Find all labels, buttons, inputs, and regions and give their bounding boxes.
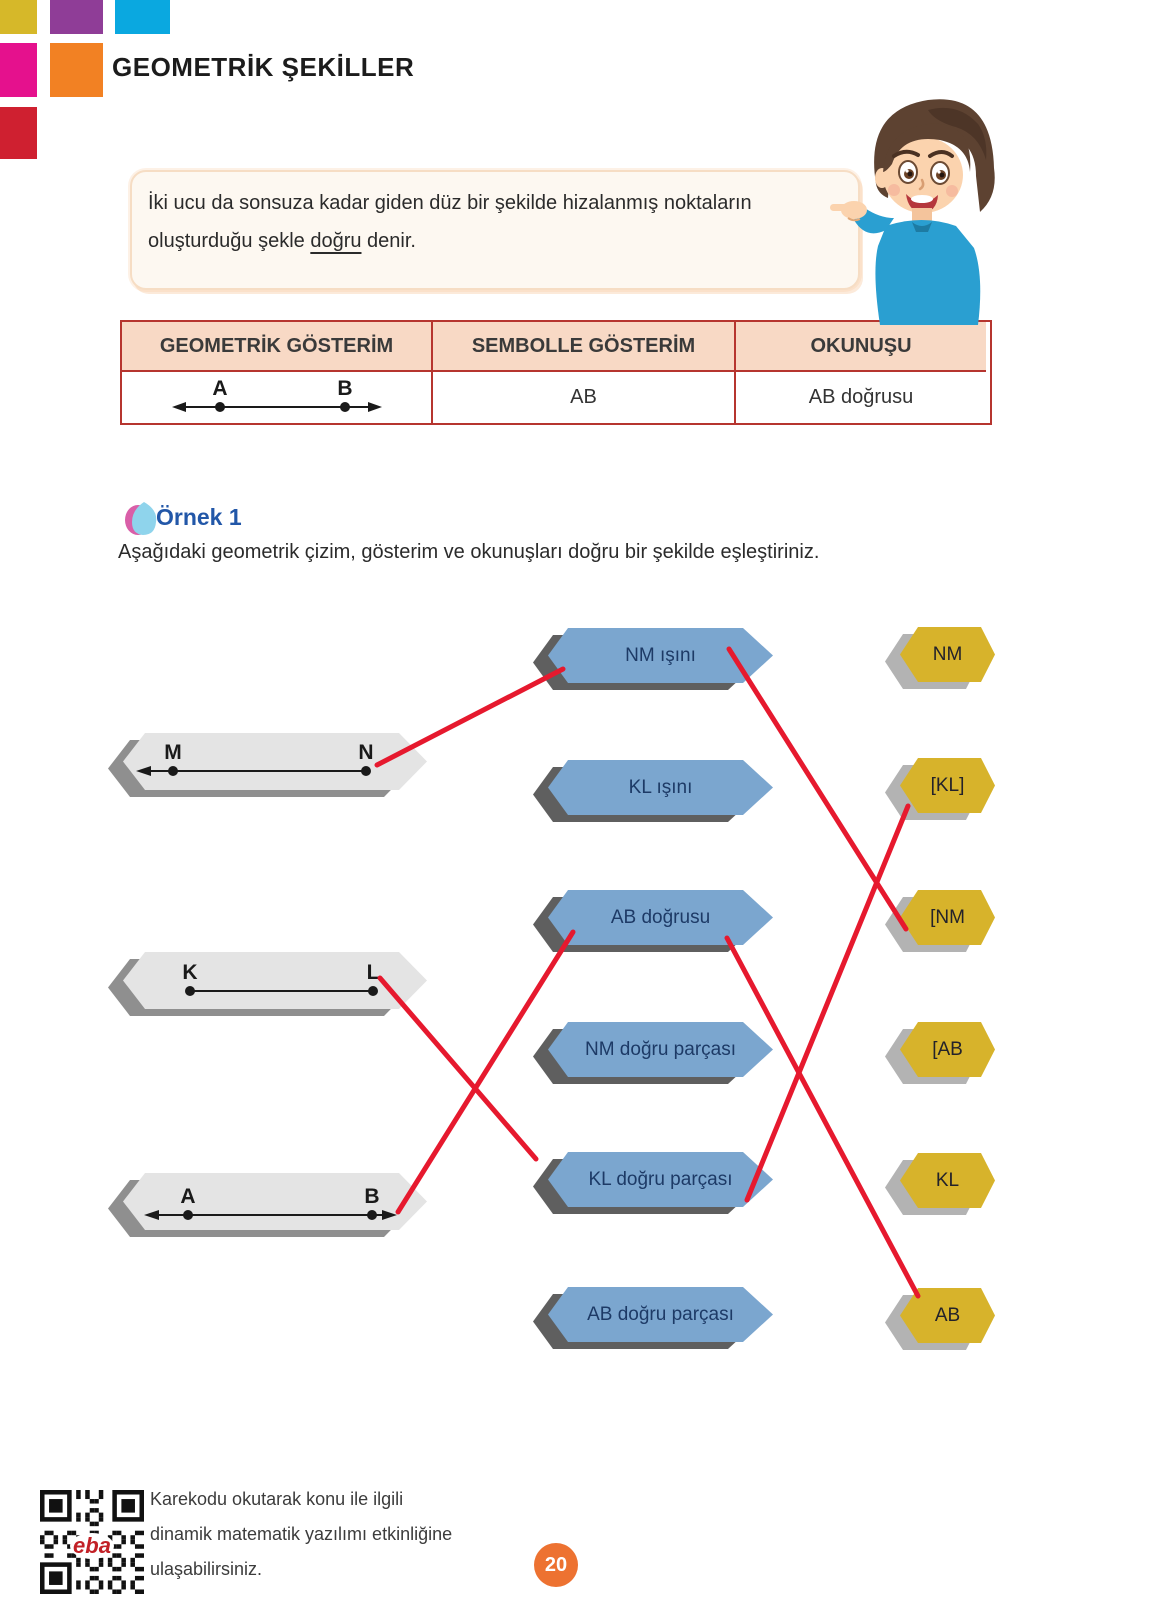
example-drop-icon bbox=[125, 502, 157, 535]
table-cell-reading: AB doğrusu bbox=[734, 370, 986, 423]
page-number: 20 bbox=[544, 1553, 568, 1576]
corner-square-purple bbox=[50, 0, 103, 34]
symbol-label: [KL] bbox=[930, 775, 965, 796]
eba-logo: eba bbox=[73, 1533, 111, 1558]
svg-text:B: B bbox=[337, 377, 352, 400]
name-banner-nm-dogru-parcasi[interactable]: NM doğru parçası bbox=[533, 1022, 775, 1091]
name-banner-ab-dogru-parcasi[interactable]: AB doğru parçası bbox=[533, 1287, 775, 1356]
footer-line: dinamik matematik yazılımı etkinliğine bbox=[150, 1524, 453, 1544]
callout-line-2: oluşturduğu şekle doğru denir. bbox=[148, 230, 416, 252]
drawing-KL-segment: K L bbox=[108, 952, 427, 1016]
svg-text:A: A bbox=[180, 1185, 195, 1208]
svg-text:N: N bbox=[358, 741, 373, 764]
symbol-banner-ab-ray[interactable]: [AB bbox=[885, 1022, 997, 1091]
name-banner-ab-dogrusu[interactable]: AB doğrusu bbox=[533, 890, 775, 959]
match-line bbox=[744, 803, 911, 1203]
svg-text:A: A bbox=[212, 377, 227, 400]
symbol-label: KL bbox=[935, 1170, 960, 1191]
instruction-text: Aşağıdaki geometrik çizim, gösterim ve o… bbox=[118, 541, 820, 563]
drawing-banner-MN[interactable]: M N bbox=[108, 733, 428, 803]
drawing-banner-AB[interactable]: A B bbox=[108, 1173, 428, 1243]
match-line bbox=[724, 935, 921, 1299]
table-cell-symbol: AB bbox=[431, 370, 734, 423]
symbol-label: NM bbox=[932, 644, 963, 665]
name-label: AB doğru parçası bbox=[587, 1304, 734, 1325]
corner-square-cyan bbox=[115, 0, 170, 34]
page-number-badge: 20 bbox=[534, 1543, 578, 1587]
line-AB-figure: A B bbox=[171, 377, 382, 412]
symbol-banner-nm-ray[interactable]: [NM bbox=[885, 890, 997, 959]
example-heading: Örnek 1 bbox=[122, 496, 242, 538]
name-label: NM ışını bbox=[625, 645, 696, 666]
qr-code: eba bbox=[40, 1490, 144, 1594]
svg-text:K: K bbox=[182, 961, 197, 984]
symbol-banner-nm[interactable]: NM bbox=[885, 627, 997, 696]
name-banner-kl-dogru-parcasi[interactable]: KL doğru parçası bbox=[533, 1152, 775, 1221]
table-header-reading: OKUNUŞU bbox=[734, 322, 986, 370]
svg-text:B: B bbox=[364, 1185, 379, 1208]
footer-line: Karekodu okutarak konu ile ilgili bbox=[150, 1489, 404, 1509]
name-banner-kl-isini[interactable]: KL ışını bbox=[533, 760, 775, 829]
corner-square-yellow bbox=[0, 0, 37, 34]
table-header-symbol: SEMBOLLE GÖSTERİM bbox=[431, 322, 734, 370]
table-data-row: A B AB AB doğrusu bbox=[122, 370, 990, 423]
callout-line-1: İki ucu da sonsuza kadar giden düz bir ş… bbox=[148, 192, 752, 214]
symbol-label: AB bbox=[934, 1305, 961, 1326]
example-label: Örnek 1 bbox=[156, 503, 242, 530]
drawing-AB-line: A B bbox=[108, 1173, 427, 1237]
table-header-row: GEOMETRİK GÖSTERİM SEMBOLLE GÖSTERİM OKU… bbox=[122, 322, 990, 370]
symbol-label: [AB bbox=[932, 1039, 963, 1060]
table-cell-figure: A B bbox=[122, 370, 431, 423]
name-label: KL doğru parçası bbox=[588, 1169, 733, 1190]
name-label: AB doğrusu bbox=[610, 907, 711, 928]
corner-square-orange bbox=[50, 43, 103, 97]
underlined-term: doğru bbox=[310, 230, 362, 252]
definition-callout: İki ucu da sonsuza kadar giden düz bir ş… bbox=[130, 170, 860, 290]
footer-line: ulaşabilirsiniz. bbox=[150, 1559, 263, 1579]
corner-square-magenta bbox=[0, 43, 37, 97]
drawing-banner-KL[interactable]: K L bbox=[108, 952, 428, 1022]
boy-mascot-illustration bbox=[830, 99, 995, 325]
name-banner-nm-isini[interactable]: NM ışını bbox=[533, 628, 775, 697]
symbol-banner-kl-segment[interactable]: [KL] bbox=[885, 758, 997, 827]
svg-text:L: L bbox=[367, 961, 380, 984]
notation-table: GEOMETRİK GÖSTERİM SEMBOLLE GÖSTERİM OKU… bbox=[120, 320, 992, 425]
footer-note: Karekodu okutarak konu ile ilgili dinami… bbox=[150, 1482, 452, 1587]
drawing-MN-ray: M N bbox=[108, 733, 427, 797]
symbol-label: [NM bbox=[930, 907, 965, 928]
corner-square-red bbox=[0, 107, 37, 159]
table-header-geometric: GEOMETRİK GÖSTERİM bbox=[122, 322, 431, 370]
name-label: KL ışını bbox=[628, 777, 693, 798]
svg-text:M: M bbox=[164, 741, 182, 764]
symbol-banner-kl[interactable]: KL bbox=[885, 1153, 997, 1222]
symbol-banner-ab[interactable]: AB bbox=[885, 1288, 997, 1357]
page-title: GEOMETRİK ŞEKİLLER bbox=[112, 52, 415, 82]
name-label: NM doğru parçası bbox=[584, 1039, 736, 1060]
